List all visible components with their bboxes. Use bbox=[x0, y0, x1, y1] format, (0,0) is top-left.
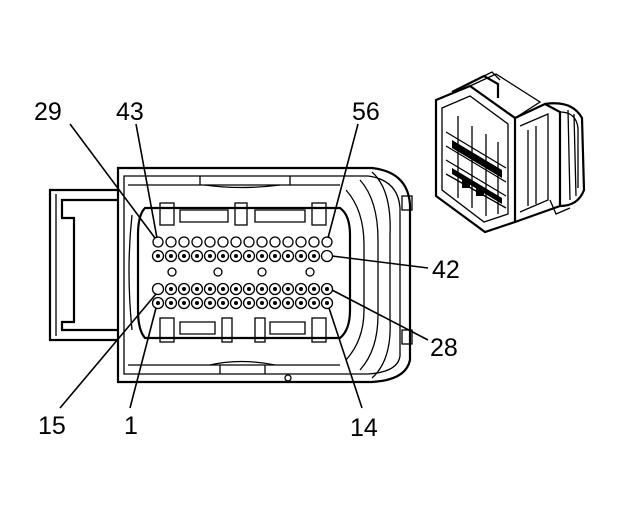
label-56: 56 bbox=[352, 98, 380, 126]
leader-29 bbox=[69, 123, 156, 239]
label-15: 15 bbox=[38, 412, 66, 440]
leader-42 bbox=[331, 255, 429, 269]
leader-15 bbox=[59, 293, 157, 409]
leader-28 bbox=[331, 289, 429, 341]
pin-row-43-56 bbox=[152, 236, 333, 248]
connector-isometric-view bbox=[434, 71, 586, 234]
label-1: 1 bbox=[124, 412, 138, 440]
pin-row-center bbox=[167, 267, 315, 277]
pin-row-1-14 bbox=[151, 296, 334, 310]
callout-labels: 29 43 56 42 28 15 1 14 bbox=[34, 98, 460, 442]
connector-face bbox=[48, 166, 413, 384]
label-14: 14 bbox=[350, 414, 378, 442]
pin-row-29-42 bbox=[151, 249, 334, 263]
label-29: 29 bbox=[34, 98, 62, 126]
pin-row-15-28 bbox=[151, 282, 334, 296]
label-42: 42 bbox=[432, 256, 460, 284]
leader-1 bbox=[129, 307, 157, 409]
callout-leaders bbox=[59, 123, 429, 409]
leader-14 bbox=[328, 307, 363, 409]
leader-56 bbox=[327, 123, 359, 239]
label-28: 28 bbox=[430, 334, 458, 362]
label-43: 43 bbox=[116, 98, 144, 126]
leader-43 bbox=[135, 123, 158, 239]
